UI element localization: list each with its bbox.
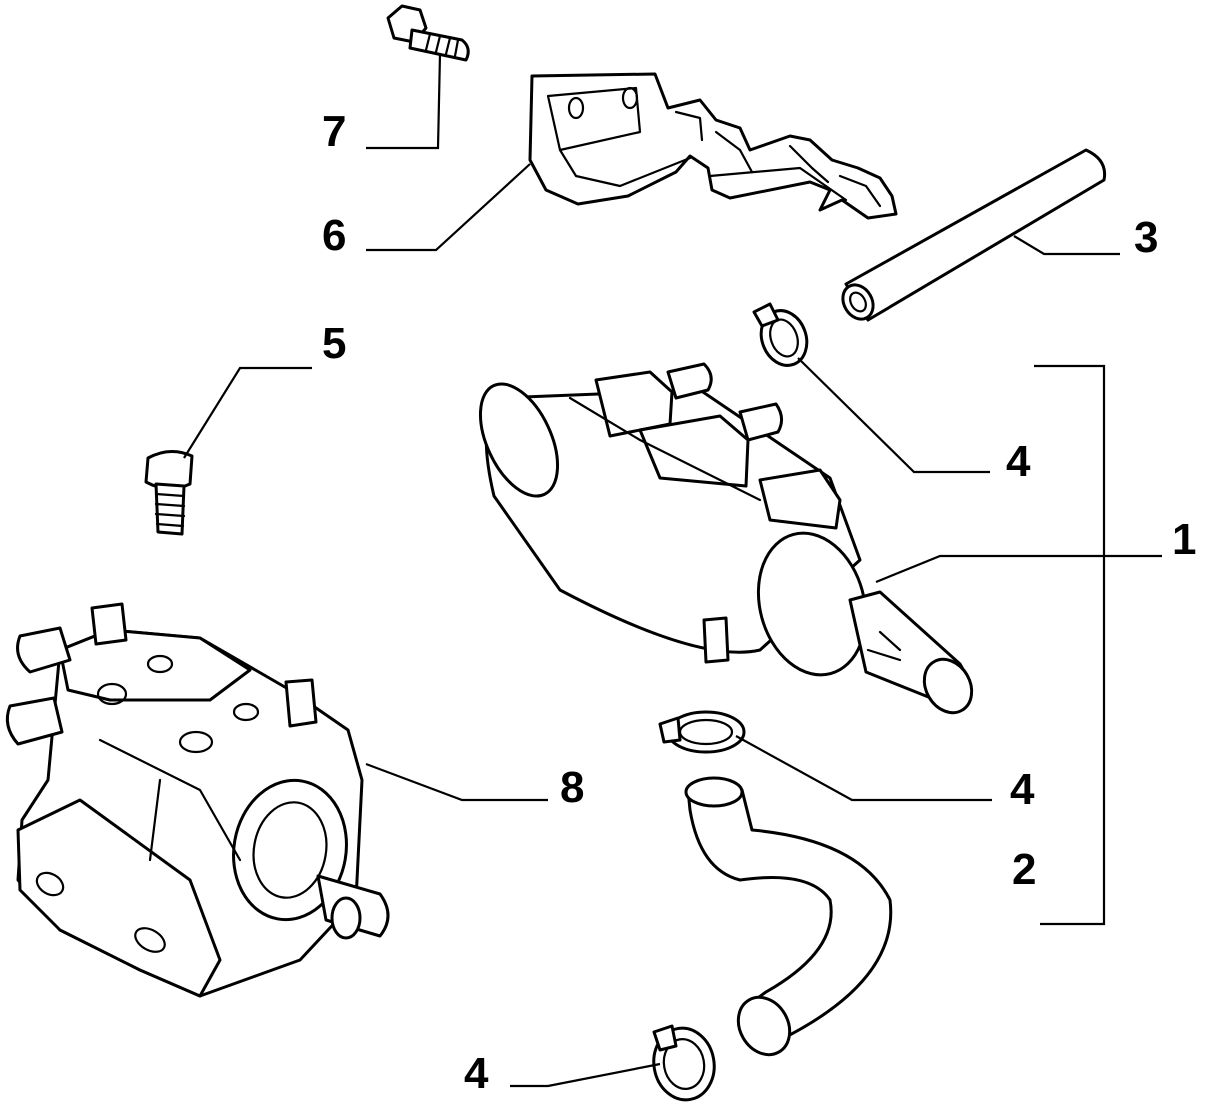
leader-1 <box>875 554 1162 584</box>
clamp-part-4-mid <box>658 710 746 754</box>
leader-4-mid <box>735 735 992 802</box>
pump-part-8 <box>5 602 390 998</box>
hose-part-2 <box>684 776 893 1057</box>
leader-lines <box>183 53 1162 1088</box>
callout-1: 1 <box>1172 515 1196 564</box>
bracket-group-2 <box>1034 364 1106 926</box>
callout-4-mid: 4 <box>1010 765 1035 814</box>
clamp-part-4-top <box>752 302 809 367</box>
leader-7 <box>366 53 442 150</box>
leader-6 <box>366 163 531 252</box>
callout-2: 2 <box>1012 845 1036 894</box>
callout-7: 7 <box>322 107 346 156</box>
callout-5: 5 <box>322 319 346 368</box>
callout-4-top: 4 <box>1006 437 1031 486</box>
callout-3: 3 <box>1134 213 1158 262</box>
callout-4-bottom: 4 <box>464 1049 489 1098</box>
leader-5 <box>183 366 312 459</box>
leader-8 <box>365 762 548 802</box>
bolt-part-7 <box>386 4 470 62</box>
leader-3 <box>1013 235 1120 256</box>
hose-part-3 <box>841 148 1107 322</box>
leader-4-top <box>797 357 990 474</box>
filter-part-1 <box>478 362 974 715</box>
callout-labels: 7 6 3 5 4 1 4 8 2 4 <box>322 107 1196 1098</box>
callout-8: 8 <box>560 763 584 812</box>
clamp-part-4-bottom <box>652 1024 716 1102</box>
leader-4-bottom <box>510 1062 661 1088</box>
bracket-part-6 <box>528 72 898 220</box>
screw-part-5 <box>144 450 194 536</box>
callout-6: 6 <box>322 211 346 260</box>
